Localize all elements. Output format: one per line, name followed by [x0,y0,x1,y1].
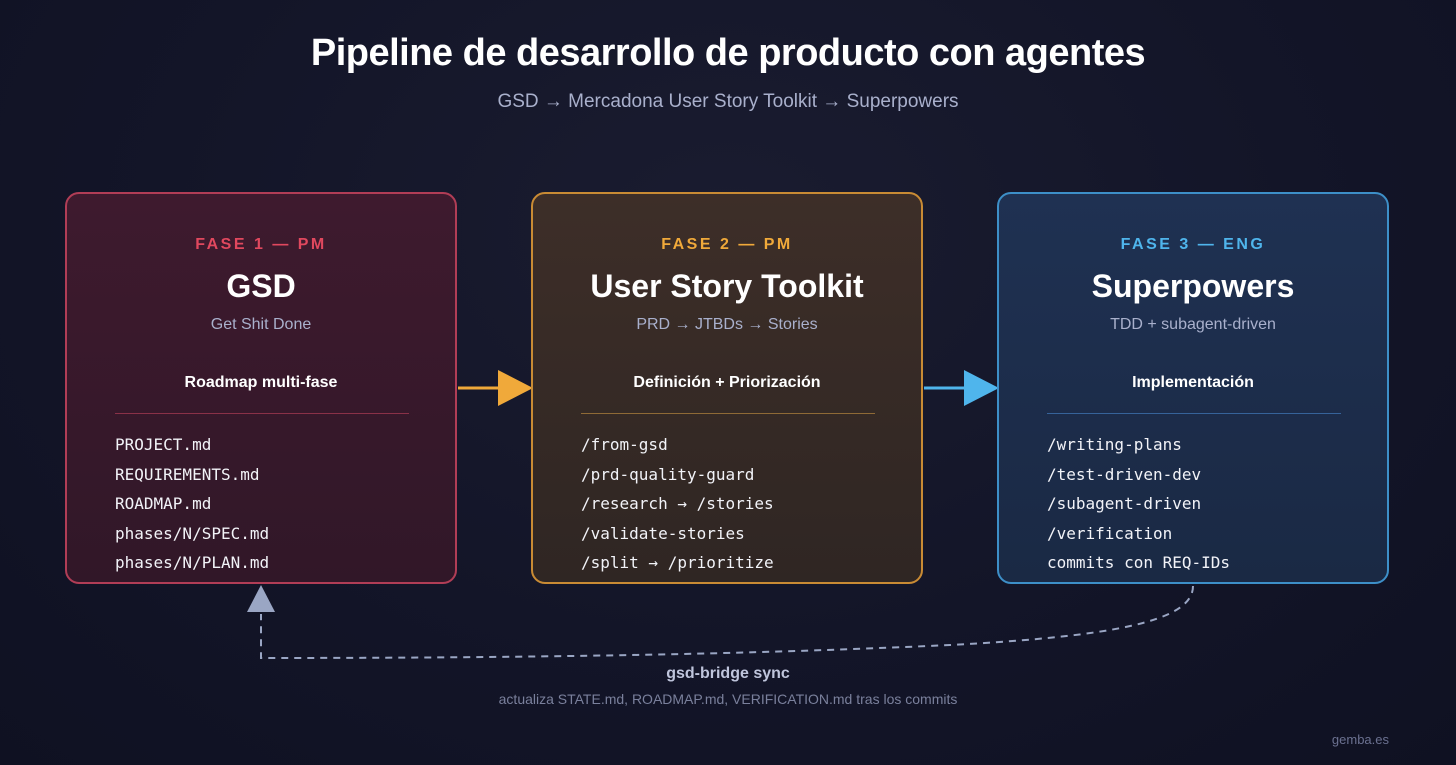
phase-label: FASE 1 — PM [195,236,327,253]
phase-name: Superpowers [1091,268,1295,304]
command-list: /from-gsd /prd-quality-guard /research →… [581,434,774,582]
command-list: /writing-plans /test-driven-dev /subagen… [1047,434,1230,582]
list-item: REQUIREMENTS.md [115,464,260,484]
phase-description: TDD + subagent-driven [1110,316,1276,333]
page-title: Pipeline de desarrollo de producto con a… [310,32,1146,74]
phase-focus: Implementación [1132,374,1254,391]
footer-credit: gemba.es [1331,732,1389,747]
list-item: /test-driven-dev [1047,464,1202,484]
list-item: commits con REQ-IDs [1047,553,1231,572]
phase-label: FASE 3 — ENG [1120,236,1266,253]
card-divider [581,413,875,414]
list-item: /prd-quality-guard [581,464,755,484]
phase-focus: Definición + Priorización [633,374,821,391]
list-item: phases/N/PLAN.md [115,553,270,572]
phase-focus: Roadmap multi-fase [184,374,338,391]
phase-card-superpowers: FASE 3 — ENG Superpowers TDD + subagent-… [997,192,1389,584]
phase-description: PRD → JTBDs → Stories [636,316,818,333]
phase-card-gsd: FASE 1 — PM GSD Get Shit Done Roadmap mu… [65,192,457,584]
sync-feedback-path [260,585,1194,660]
page-subtitle: GSD → Mercadona User Story Toolkit → Sup… [497,91,959,112]
list-item: /research → /stories [581,494,774,513]
phase-name: GSD [226,268,296,304]
card-divider [1047,413,1341,414]
list-item: /split → /prioritize [581,553,774,572]
artifact-list: PROJECT.md REQUIREMENTS.md ROADMAP.md ph… [115,434,269,582]
list-item: /validate-stories [581,523,745,543]
list-item: ROADMAP.md [115,494,212,513]
arrowhead-phase3 [964,370,999,406]
list-item: /writing-plans [1047,435,1182,454]
phase-name: User Story Toolkit [590,268,864,304]
sync-label: gsd-bridge sync [666,665,790,682]
list-item: /subagent-driven [1047,494,1202,513]
list-item: /from-gsd [581,435,668,454]
phase-card-user-story-toolkit: FASE 2 — PM User Story Toolkit PRD → JTB… [531,192,923,584]
list-item: phases/N/SPEC.md [115,523,270,543]
list-item: /verification [1047,523,1173,543]
phase-label: FASE 2 — PM [661,236,793,253]
list-item: PROJECT.md [115,435,212,454]
phase-description: Get Shit Done [210,316,312,333]
arrowhead-phase2 [498,370,533,406]
sync-description: actualiza STATE.md, ROADMAP.md, VERIFICA… [498,691,958,707]
card-divider [115,413,409,414]
sync-arrowhead [247,585,275,612]
